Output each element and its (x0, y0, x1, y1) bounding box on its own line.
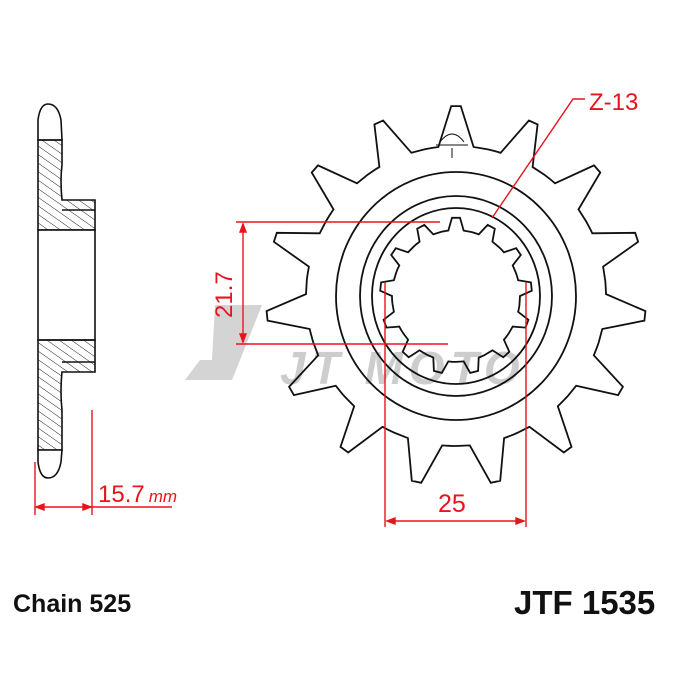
chain-size-label: Chain 525 (13, 590, 132, 618)
jt-emblem-icon (436, 133, 468, 158)
hub-circle-outer (335, 171, 577, 421)
part-number-label: JTF 1535 (514, 584, 656, 621)
watermark-text: JT MOTO (280, 342, 526, 394)
hub-circle-inner (371, 207, 541, 385)
side-profile (37, 103, 96, 479)
sprocket-front-view (265, 105, 647, 484)
dimensions (34, 98, 585, 527)
hub-circle-middle (359, 195, 553, 397)
spline-bore (379, 216, 533, 374)
sprocket-outer-teeth (265, 105, 647, 484)
teeth-count-label: Z-13 (589, 89, 638, 116)
spline-width-label: 21.7 (211, 271, 238, 318)
bore-diameter-label: 25 (438, 490, 466, 518)
